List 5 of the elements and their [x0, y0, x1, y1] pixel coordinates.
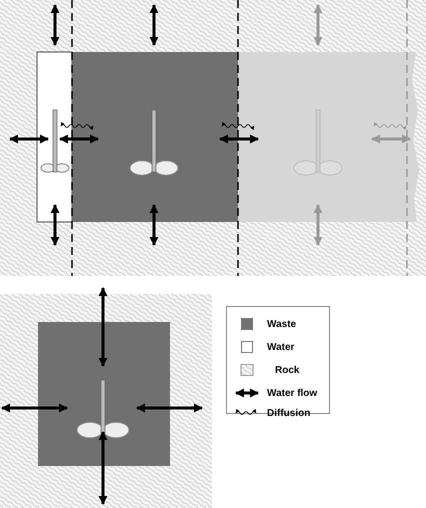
- legend-label: Diffusion: [267, 408, 310, 418]
- legend-label: Waste: [267, 318, 296, 330]
- legend-label: Rock: [275, 364, 300, 376]
- legend-label: Water: [267, 342, 294, 352]
- legend-label: Water flow: [267, 388, 318, 398]
